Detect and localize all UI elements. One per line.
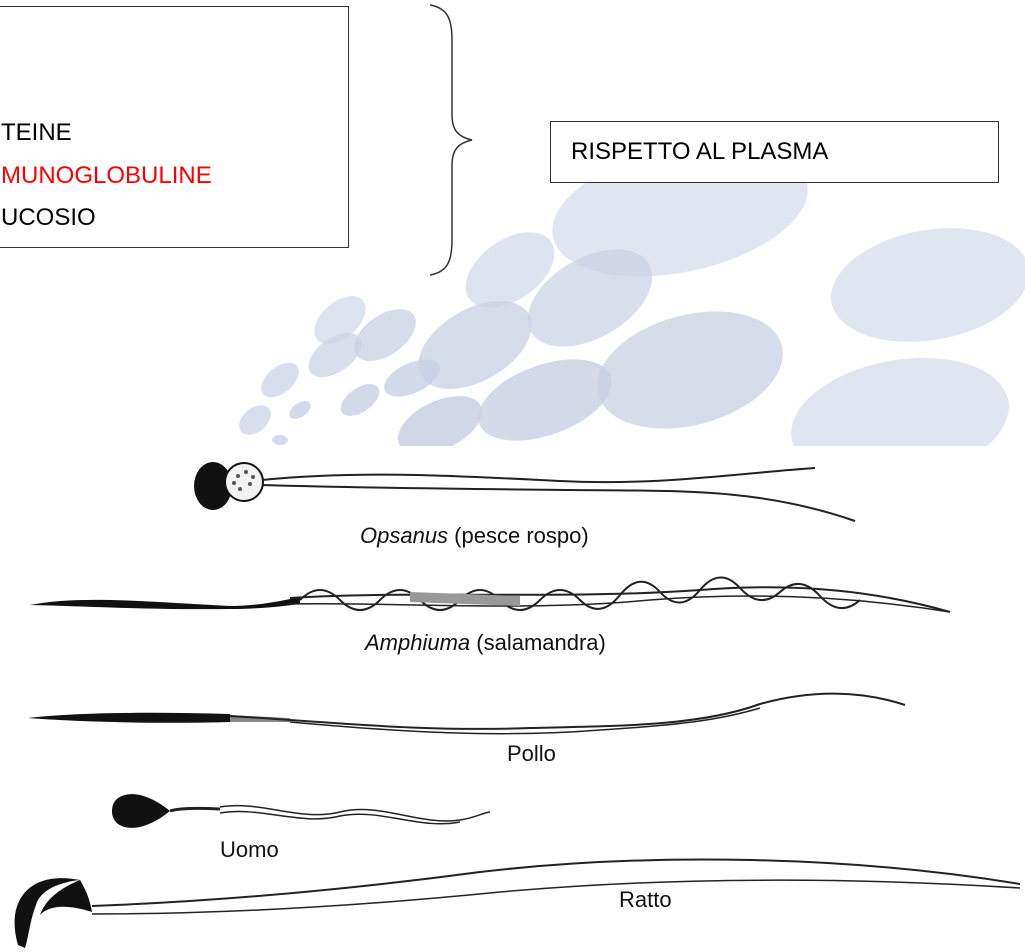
bg-dot <box>597 311 783 429</box>
constituents-box: TEINE MUNOGLOBULINE UCOSIO <box>0 6 349 248</box>
label-amphiuma: Amphiuma (salamandra) <box>365 630 606 655</box>
bg-dot <box>289 401 311 419</box>
bg-dot <box>272 435 288 445</box>
bg-dot <box>308 332 362 378</box>
bg-dot <box>261 362 299 398</box>
comparison-box: RISPETTO AL PLASMA <box>550 121 999 183</box>
label-uomo: Uomo <box>220 837 279 862</box>
bg-dot <box>465 232 555 308</box>
list-item: UCOSIO <box>1 204 96 231</box>
bg-dot <box>478 359 612 441</box>
bg-dot <box>418 301 532 389</box>
ratto-sperm <box>14 858 1021 948</box>
bg-dot <box>340 384 380 416</box>
label-opsanus: Opsanus (pesce rospo) <box>360 523 589 548</box>
pollo-sperm <box>28 692 906 735</box>
bg-dot <box>354 309 416 361</box>
label-pollo: Pollo <box>507 741 556 766</box>
bg-dot <box>831 228 1025 342</box>
list-item-highlighted: MUNOGLOBULINE <box>1 162 212 189</box>
label-ratto: Ratto <box>619 887 672 912</box>
list-item: TEINE <box>1 119 72 146</box>
bg-dot <box>397 396 483 454</box>
opsanus-sperm <box>194 462 856 522</box>
bg-dot <box>527 249 653 347</box>
amphiuma-sperm <box>30 576 951 613</box>
bg-dot <box>239 405 271 435</box>
bg-dot <box>384 359 440 397</box>
uomo-sperm <box>112 794 491 828</box>
bg-dot <box>314 296 366 344</box>
